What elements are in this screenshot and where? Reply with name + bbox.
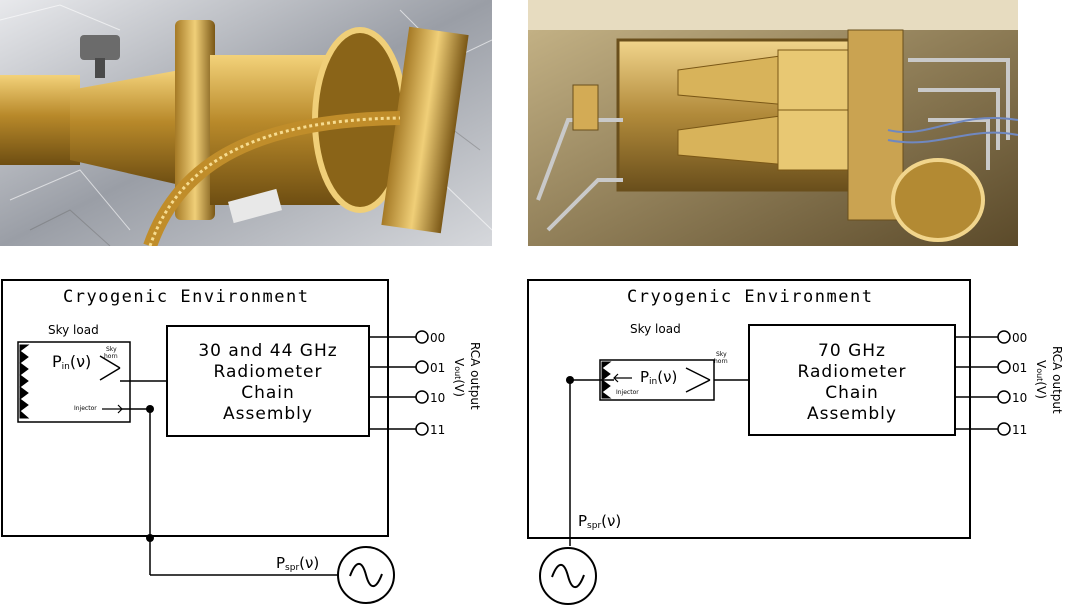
horn-icon (99, 355, 121, 381)
round-fitting (891, 158, 985, 242)
coax-cable (143, 111, 401, 246)
sky-load-label: Sky load (48, 323, 99, 337)
waveguide-tubes (536, 58, 1010, 232)
rca-title: 30 and 44 GHz Radiometer Chain Assembly (198, 341, 337, 424)
pspr-label: Pspr(ν) (276, 554, 319, 573)
photo-left-feedhorn (0, 0, 492, 246)
sky-horn-label: Sky (106, 346, 117, 353)
svg-text:00: 00 (1012, 331, 1027, 345)
svg-text:Radiometer: Radiometer (798, 362, 907, 382)
junction-dot (566, 376, 574, 384)
svg-text:Chain: Chain (825, 383, 879, 403)
junction-dot (146, 405, 154, 413)
injector-label: Injector (616, 389, 639, 396)
diagram-right-70ghz: Cryogenic Environment Sky load Pin(ν) Sk… (527, 279, 1064, 605)
flange-left (572, 84, 599, 131)
rca-outputs (369, 330, 429, 436)
cryogenic-environment-box (1, 279, 389, 537)
mount-plate (381, 26, 469, 234)
spurious-signal-path (569, 379, 614, 546)
sky-load-box (17, 341, 131, 423)
signal-source-icon (337, 546, 395, 604)
environment-title: Cryogenic Environment (627, 287, 873, 307)
waveguide-body (0, 75, 80, 165)
pin-label: Pin(ν) (640, 368, 677, 387)
absorber-load-icon (601, 361, 612, 399)
diagram-left-30-44ghz: Cryogenic Environment Sky load Pin(ν) Sk… (1, 279, 482, 604)
sky-horn-label: Sky (716, 351, 727, 358)
svg-text:Chain: Chain (241, 383, 295, 403)
svg-text:11: 11 (430, 423, 445, 437)
sky-horn-label-2: horn (714, 358, 728, 365)
svg-text:Assembly: Assembly (223, 404, 313, 424)
svg-text:70 GHz: 70 GHz (818, 341, 886, 361)
signal-source-icon (539, 547, 597, 605)
photo-right-radiometer (528, 0, 1018, 246)
injector-label: Injector (74, 405, 97, 412)
junction-dot-lower (146, 534, 154, 542)
vout-label: Vout(V) (452, 358, 466, 397)
wire-bundle (887, 116, 1018, 144)
knob (80, 35, 120, 60)
sky-load-label: Sky load (630, 322, 681, 336)
svg-text:00: 00 (430, 331, 445, 345)
svg-text:30 and 44 GHz: 30 and 44 GHz (198, 341, 337, 361)
vout-label: Vout(V) (1034, 360, 1048, 399)
rca-outputs (955, 330, 1011, 436)
horn-icon (685, 367, 711, 393)
cryogenic-environment-box (527, 279, 971, 539)
svg-text:01: 01 (1012, 361, 1027, 375)
absorber-load-icon (19, 344, 30, 419)
environment-title: Cryogenic Environment (63, 287, 309, 307)
feedhorn-cone (70, 70, 180, 185)
injector-arrow-icon (613, 373, 632, 383)
rca-output-label: RCA output (468, 342, 482, 410)
svg-text:11: 11 (1012, 423, 1027, 437)
svg-text:Assembly: Assembly (807, 404, 897, 424)
output-labels: 00 01 10 11 (1012, 331, 1027, 437)
rca-title: 70 GHz Radiometer Chain Assembly (798, 341, 907, 424)
pin-label: Pin(ν) (52, 352, 91, 372)
label-tag (228, 188, 282, 224)
svg-text:01: 01 (430, 361, 445, 375)
svg-text:10: 10 (1012, 391, 1027, 405)
injector-arrow-icon (102, 404, 123, 414)
rca-output-label: RCA output (1050, 346, 1064, 414)
svg-text:Radiometer: Radiometer (214, 362, 323, 382)
svg-text:10: 10 (430, 391, 445, 405)
output-labels: 00 01 10 11 (430, 331, 445, 437)
pspr-label: Pspr(ν) (578, 512, 621, 531)
spurious-signal-path (122, 408, 338, 576)
sky-horn-label-2: horn (104, 353, 118, 360)
